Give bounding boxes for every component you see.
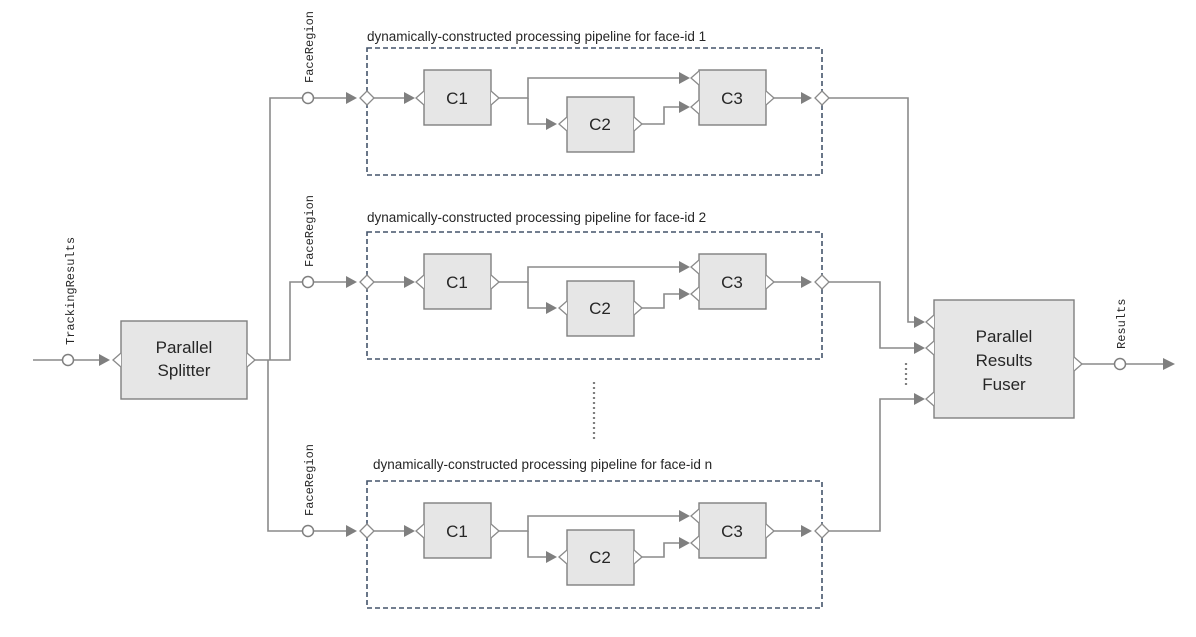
arrow-icon: [679, 288, 690, 300]
arrow-icon: [679, 72, 690, 84]
faceregion-label-n: FaceRegion: [303, 444, 317, 516]
pipeline-2-c3-label: C3: [721, 273, 743, 292]
pipeline-2-in-port: [359, 274, 375, 290]
arrow-icon: [679, 261, 690, 273]
pipeline-1-c1: [423, 69, 492, 126]
fuser-inputs: [829, 97, 925, 532]
arrow-icon: [404, 276, 415, 288]
arrow-icon: [914, 342, 925, 354]
input-node: [61, 353, 75, 367]
pipeline-n-out-port: [814, 523, 830, 539]
arrow-icon: [801, 92, 812, 104]
output-stream: Results: [1082, 299, 1175, 371]
pipeline-1: dynamically-constructed processing pipel…: [301, 11, 830, 176]
arrow-icon: [914, 316, 925, 328]
faceregion-label-1: FaceRegion: [303, 11, 317, 83]
arrow-icon: [404, 525, 415, 537]
arrow-icon: [914, 393, 925, 405]
pipeline-1-caption: dynamically-constructed processing pipel…: [367, 29, 706, 44]
parallel-splitter: Parallel Splitter: [112, 320, 256, 400]
output-node: [1113, 357, 1127, 371]
parallel-results-fuser: Parallel Results Fuser: [925, 299, 1083, 419]
pipeline-n-c3-label: C3: [721, 522, 743, 541]
arrow-icon: [346, 276, 357, 288]
splitter-input-port: [112, 352, 122, 368]
pipeline-1-c3-label: C3: [721, 89, 743, 108]
splitter-output-port: [246, 352, 256, 368]
faceregion-node-1: [301, 91, 315, 105]
arrow-icon: [546, 118, 557, 130]
pipeline-n-c2: [566, 529, 635, 586]
pipeline-2-c3: [698, 253, 767, 310]
pipeline-n-c1-label: C1: [446, 522, 468, 541]
arrow-icon: [679, 537, 690, 549]
pipeline-n-in-port: [359, 523, 375, 539]
pipeline-1-c3: [698, 69, 767, 126]
arrow-icon: [546, 551, 557, 563]
pipeline-2-c2: [566, 280, 635, 337]
fuser-label-line2: Results: [976, 351, 1033, 370]
pipeline-n-frame: [366, 480, 823, 609]
pipeline-2-c2-label: C2: [589, 299, 611, 318]
pipeline-2: dynamically-constructed processing pipel…: [301, 195, 830, 360]
arrow-icon: [404, 92, 415, 104]
pipeline-1-c2-label: C2: [589, 115, 611, 134]
arrow-icon: [1163, 358, 1175, 370]
pipeline-2-c1: [423, 253, 492, 310]
arrow-icon: [679, 101, 690, 113]
splitter-label-line1: Parallel: [156, 338, 213, 357]
pipeline-1-out-port: [814, 90, 830, 106]
pipeline-n-caption: dynamically-constructed processing pipel…: [373, 457, 712, 472]
pipeline-n-c1: [423, 502, 492, 559]
pipeline-1-c1-label: C1: [446, 89, 468, 108]
output-label: Results: [1115, 299, 1129, 349]
arrow-icon: [346, 92, 357, 104]
arrow-icon: [801, 525, 812, 537]
arrow-icon: [801, 276, 812, 288]
splitter-fanout: [255, 97, 303, 532]
pipeline-1-frame: [366, 47, 823, 176]
arrow-icon: [346, 525, 357, 537]
arrow-icon: [546, 302, 557, 314]
pipeline-n-c2-label: C2: [589, 548, 611, 567]
faceregion-label-2: FaceRegion: [303, 195, 317, 267]
arrow-icon: [679, 510, 690, 522]
faceregion-node-n: [301, 524, 315, 538]
pipeline-1-in-port: [359, 90, 375, 106]
pipeline-2-c1-label: C1: [446, 273, 468, 292]
arrow-icon: [99, 354, 110, 366]
pipeline-n: dynamically-constructed processing pipel…: [301, 444, 830, 609]
fuser-label-line1: Parallel: [976, 327, 1033, 346]
input-label: TrackingResults: [64, 237, 78, 345]
fuser-label-line3: Fuser: [982, 375, 1026, 394]
pipeline-2-out-port: [814, 274, 830, 290]
pipeline-2-caption: dynamically-constructed processing pipel…: [367, 210, 706, 225]
faceregion-node-2: [301, 275, 315, 289]
splitter-label-line2: Splitter: [158, 361, 211, 380]
input-stream: TrackingResults: [33, 237, 110, 367]
pipeline-2-frame: [366, 231, 823, 360]
fuser-output-port: [1073, 356, 1083, 372]
